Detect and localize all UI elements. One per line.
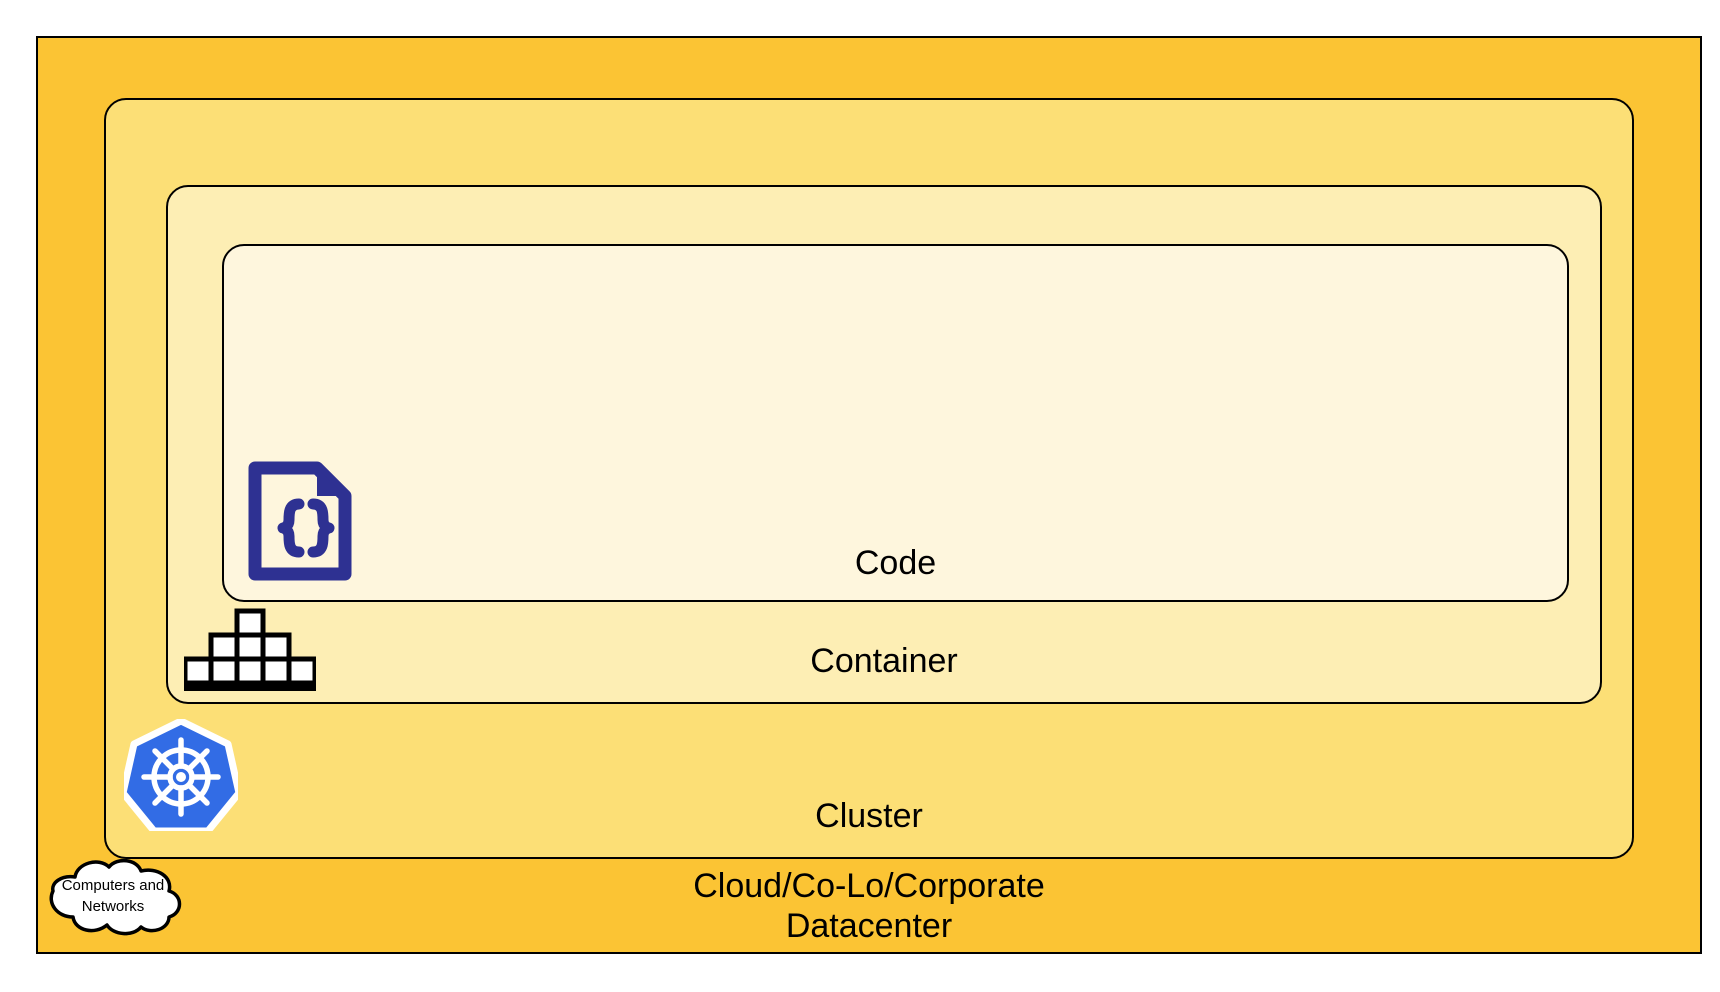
label-code: Code: [854, 544, 937, 582]
callout-label: Computers and Networks: [61, 877, 165, 915]
cloud-shape-icon: [49, 858, 182, 936]
layer-code: [222, 244, 1569, 602]
code-file-icon: [243, 458, 355, 584]
brick-stack-icon: [182, 608, 318, 692]
computers-and-networks-callout: Computers and Networks: [37, 855, 189, 937]
kubernetes-icon: [119, 717, 243, 835]
label-datacenter: Cloud/Co-Lo/Corporate Datacenter: [693, 867, 1045, 945]
label-container: Container: [810, 642, 958, 680]
label-cluster: Cluster: [815, 797, 923, 835]
